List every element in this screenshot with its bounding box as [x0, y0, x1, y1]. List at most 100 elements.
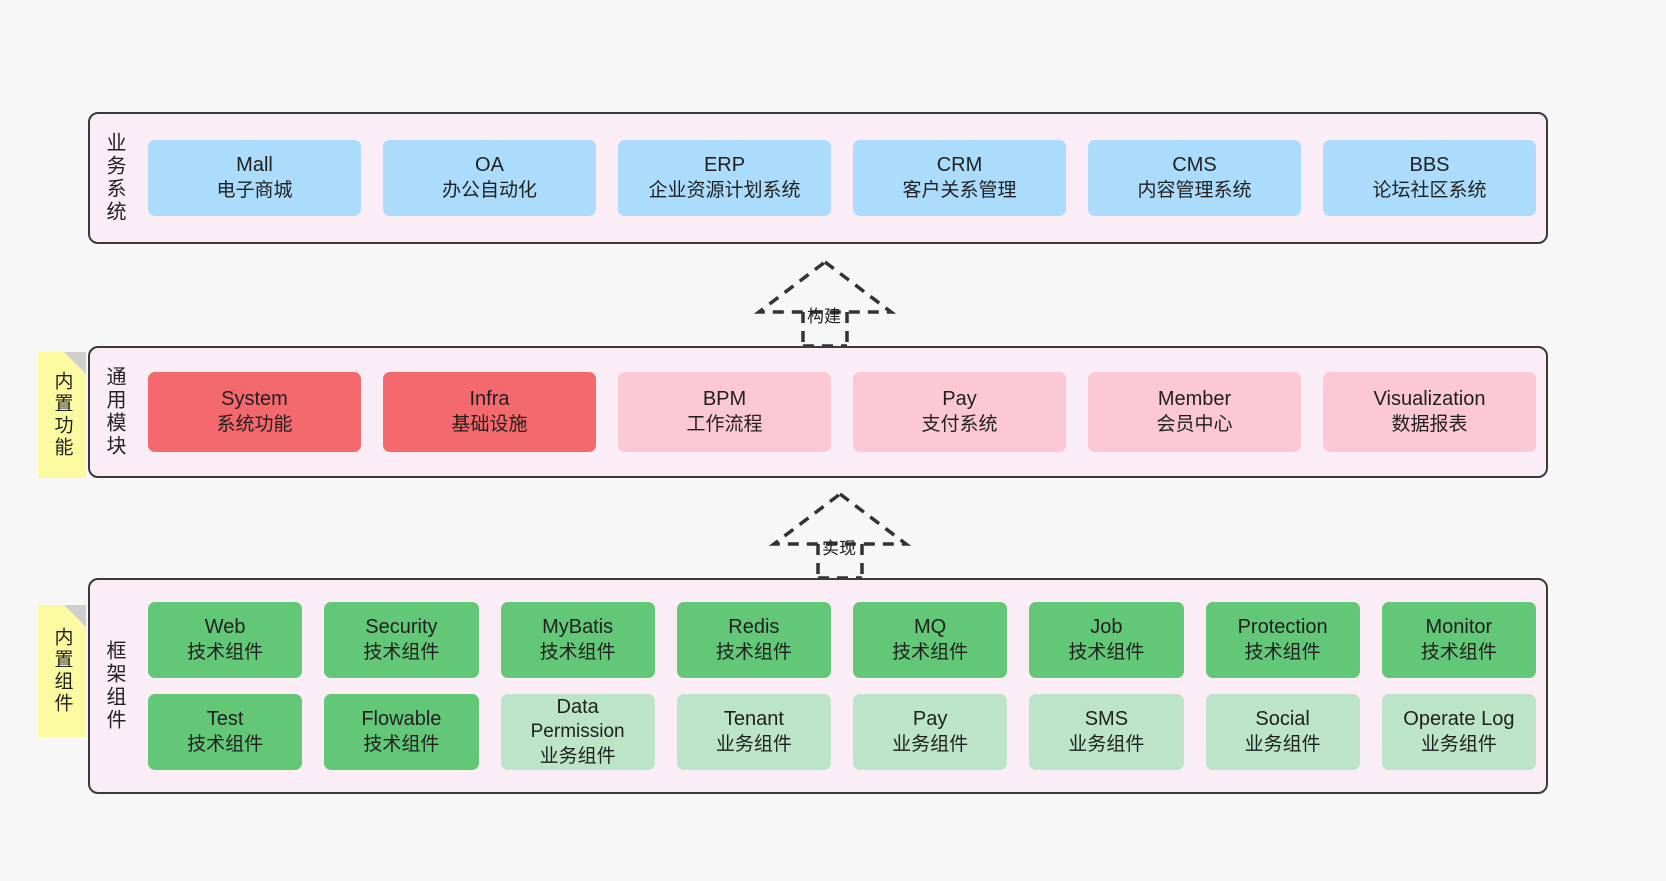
card-title: Operate Log — [1403, 708, 1515, 731]
sticky-fold-corner — [64, 352, 86, 374]
card-title: Protection — [1237, 616, 1328, 639]
card-title: MQ — [914, 616, 947, 639]
card-subtitle: 业务组件 — [715, 733, 792, 755]
card-subtitle: 技术组件 — [187, 641, 264, 663]
card-subtitle: 客户关系管理 — [902, 179, 1017, 201]
card-subtitle: 工作流程 — [686, 413, 763, 435]
card-subtitle: 技术组件 — [892, 641, 969, 663]
card-subtitle: 基础设施 — [451, 413, 528, 435]
card-subtitle: 技术组件 — [363, 641, 440, 663]
card-subtitle: 技术组件 — [715, 641, 792, 663]
card-title: Infra — [469, 388, 510, 411]
card-title: Web — [204, 616, 246, 639]
connector-build: 构建 — [753, 258, 905, 348]
card-subtitle: 办公自动化 — [441, 179, 537, 201]
card-title: Flowable — [361, 708, 442, 731]
card-subtitle: 会员中心 — [1156, 413, 1233, 435]
card-title: Job — [1090, 616, 1123, 639]
sticky-fold-corner — [64, 605, 86, 627]
card-title: Member — [1157, 388, 1232, 411]
card-title: ERP — [703, 154, 746, 177]
card-subtitle: 业务组件 — [1068, 733, 1145, 755]
card-title: MyBatis — [542, 616, 614, 639]
card-subtitle: 支付系统 — [921, 413, 998, 435]
card-subtitle: 技术组件 — [1068, 641, 1145, 663]
card-subtitle: 内容管理系统 — [1137, 179, 1252, 201]
card-title: Data — [556, 695, 599, 718]
card-title: CMS — [1172, 154, 1217, 177]
card-subtitle: 业务组件 — [1244, 733, 1321, 755]
card-subtitle: 数据报表 — [1391, 413, 1468, 435]
card-title-line2: Permission — [530, 721, 625, 743]
sticky-note-builtin-components-label: 内置组件 — [51, 627, 73, 715]
card-subtitle: 电子商城 — [216, 179, 293, 201]
sticky-note-builtin-features-label: 内置功能 — [51, 371, 73, 459]
card-subtitle: 业务组件 — [1420, 733, 1497, 755]
card-title: OA — [475, 154, 504, 177]
card-subtitle: 技术组件 — [187, 733, 264, 755]
card-title: CRM — [936, 154, 983, 177]
connector-build-label: 构建 — [807, 307, 841, 326]
card-title: BPM — [702, 388, 747, 411]
section-label-framework: 框架组件 — [103, 640, 125, 732]
card-title: Monitor — [1425, 616, 1493, 639]
card-title: Test — [206, 708, 244, 731]
card-title: Tenant — [723, 708, 784, 731]
card-subtitle: 技术组件 — [1244, 641, 1321, 663]
card-title: Social — [1255, 708, 1310, 731]
section-label-common: 通用模块 — [103, 366, 125, 458]
card-subtitle: 技术组件 — [1420, 641, 1497, 663]
sticky-note-builtin-components: 内置组件 — [38, 605, 86, 737]
card-subtitle: 系统功能 — [216, 413, 293, 435]
card-title: Pay — [912, 708, 948, 731]
card-title: Redis — [728, 616, 780, 639]
card-title: Visualization — [1373, 388, 1486, 411]
card-subtitle: 技术组件 — [539, 641, 616, 663]
card-subtitle: 技术组件 — [363, 733, 440, 755]
card-subtitle: 企业资源计划系统 — [648, 179, 801, 201]
connector-implement-label: 实现 — [822, 539, 856, 558]
card-subtitle: 论坛社区系统 — [1372, 179, 1487, 201]
section-label-business: 业务系统 — [103, 132, 125, 224]
card-title: Pay — [942, 388, 977, 411]
card-title: BBS — [1409, 154, 1450, 177]
